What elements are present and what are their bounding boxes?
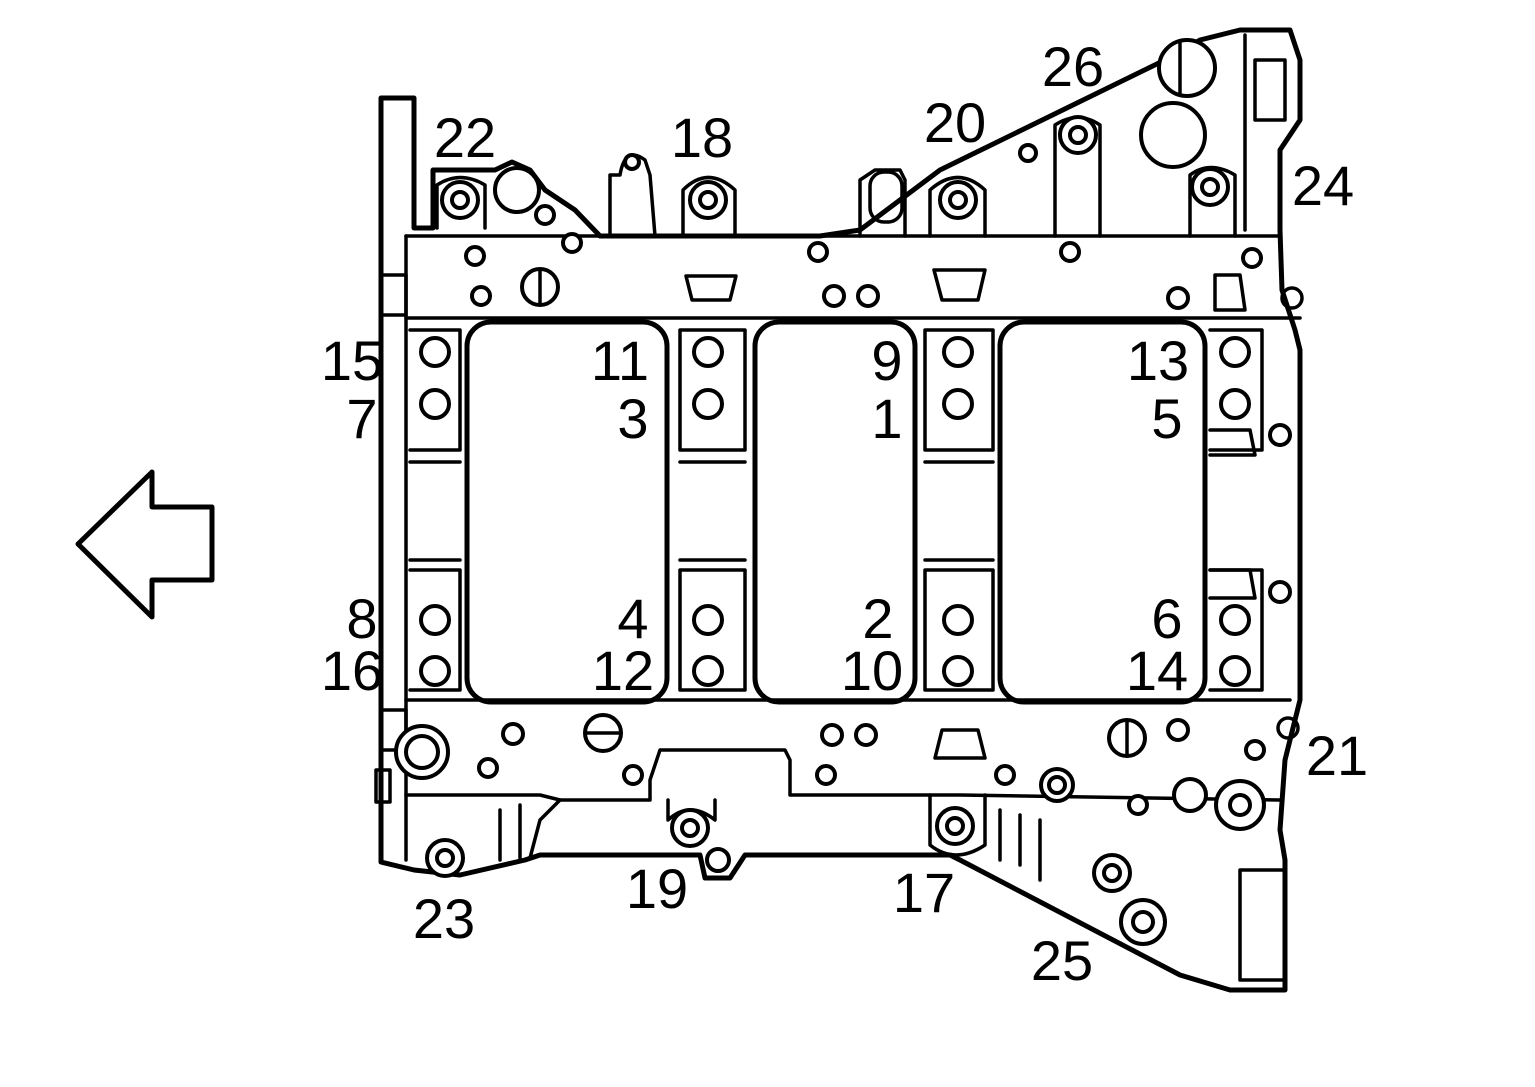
- lower-deck-features: [394, 713, 1287, 982]
- bolt-label-24: 24: [1292, 154, 1354, 217]
- bolt-label-17: 17: [893, 861, 955, 924]
- bolt-label-11: 11: [591, 329, 649, 392]
- bolt-label-4: 4: [617, 587, 648, 650]
- bolt-label-1: 1: [871, 387, 902, 450]
- bolt-label-23: 23: [413, 887, 475, 950]
- bolt-label-16: 16: [321, 639, 383, 702]
- bolt-label-6: 6: [1151, 587, 1182, 650]
- bolt-label-18: 18: [671, 106, 733, 169]
- bearing-bays: [408, 319, 1264, 705]
- bolt-label-14: 14: [1126, 639, 1188, 702]
- bolt-label-26: 26: [1042, 35, 1104, 98]
- bolt-label-3: 3: [617, 387, 648, 450]
- bolt-label-20: 20: [924, 91, 986, 154]
- main-bearing-bolts: [419, 336, 1251, 687]
- bolt-label-10: 10: [841, 639, 903, 702]
- bolt-labels: 9 1 2 10 11 3 4 12 13 5 6 14 15 7 8 16 1…: [321, 35, 1368, 992]
- bolt-label-12: 12: [592, 639, 654, 702]
- upper-bolt-bosses: [435, 33, 1287, 254]
- bolt-label-21: 21: [1306, 724, 1368, 787]
- bolt-label-8: 8: [346, 587, 377, 650]
- bolt-label-13: 13: [1127, 329, 1189, 392]
- bolt-label-15: 15: [321, 329, 383, 392]
- bolt-label-25: 25: [1031, 929, 1093, 992]
- bolt-label-2: 2: [862, 587, 893, 650]
- bolt-label-22: 22: [434, 106, 496, 169]
- left-arrow-icon: [75, 469, 215, 620]
- bolt-label-19: 19: [626, 857, 688, 920]
- upper-deck-holes: [464, 241, 1292, 604]
- bolt-label-9: 9: [871, 329, 902, 392]
- bedplate-outline: [374, 27, 1304, 993]
- bolt-label-5: 5: [1151, 387, 1182, 450]
- bolt-label-7: 7: [346, 387, 377, 450]
